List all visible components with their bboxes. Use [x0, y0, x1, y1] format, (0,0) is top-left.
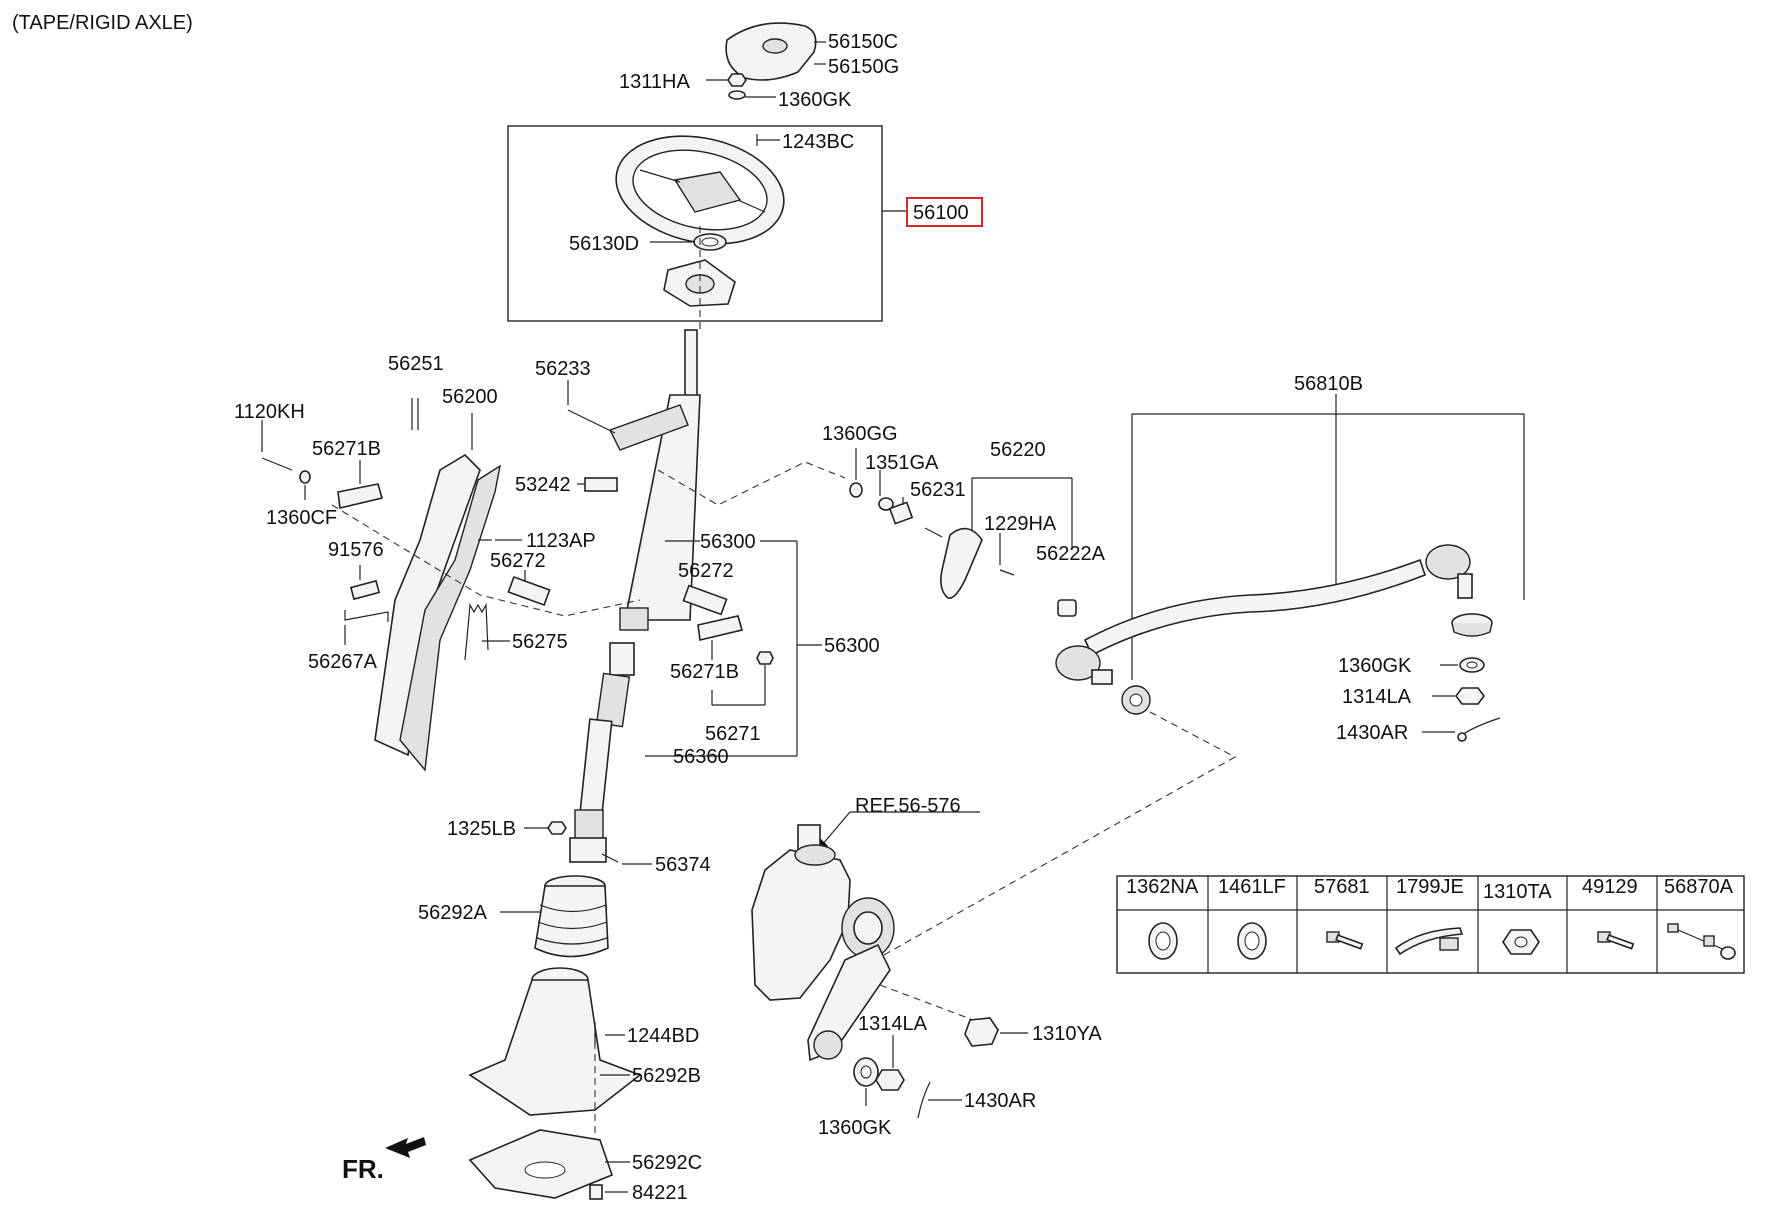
boot-part: [534, 875, 609, 958]
label-56100[interactable]: 56100: [913, 202, 969, 224]
label-56271[interactable]: 56271: [705, 723, 761, 745]
label-56220[interactable]: 56220: [990, 439, 1046, 461]
bracket-icon: [337, 483, 383, 509]
table-header-7[interactable]: 56870A: [1664, 876, 1734, 898]
nut-icon: [1502, 929, 1540, 955]
front-direction-label: FR.: [342, 1154, 384, 1184]
label-56200[interactable]: 56200: [442, 386, 498, 408]
label-56810b[interactable]: 56810B: [1294, 373, 1363, 395]
label-56267a[interactable]: 56267A: [308, 651, 378, 673]
label-84221[interactable]: 84221: [632, 1182, 688, 1204]
washer-icon: [728, 90, 746, 100]
ball-joint-icon: [1667, 923, 1736, 960]
steering-wheel-part: [615, 135, 785, 245]
table-header-1[interactable]: 1362NA: [1126, 876, 1199, 898]
label-1430ar-low[interactable]: 1430AR: [964, 1090, 1036, 1112]
label-56222a[interactable]: 56222A: [1036, 543, 1106, 565]
label-56275[interactable]: 56275: [512, 631, 568, 653]
label-56292b[interactable]: 56292B: [632, 1065, 701, 1087]
label-1325lb[interactable]: 1325LB: [447, 818, 516, 840]
label-1123ap[interactable]: 1123AP: [526, 530, 596, 552]
table-header-2[interactable]: 1461LF: [1218, 876, 1286, 898]
label-1310ya[interactable]: 1310YA: [1032, 1023, 1102, 1045]
label-91576[interactable]: 91576: [328, 539, 384, 561]
bolt-icon: [1326, 931, 1364, 950]
label-56272-mid[interactable]: 56272: [678, 560, 734, 582]
washer-icon: [1148, 922, 1178, 960]
label-56292c[interactable]: 56292C: [632, 1152, 702, 1174]
label-1120kh[interactable]: 1120KH: [234, 401, 305, 423]
label-56231[interactable]: 56231: [910, 479, 966, 501]
label-1314la-low[interactable]: 1314LA: [858, 1013, 928, 1035]
drag-link-part: [1055, 544, 1473, 685]
label-56233[interactable]: 56233: [535, 358, 591, 380]
table-header-4[interactable]: 1799JE: [1396, 876, 1464, 898]
label-1360gk-low[interactable]: 1360GK: [818, 1117, 892, 1139]
label-1243bc[interactable]: 1243BC: [782, 131, 854, 153]
table-header-3[interactable]: 57681: [1314, 876, 1370, 898]
label-1360gg[interactable]: 1360GG: [822, 423, 898, 445]
steering-column-part: [609, 329, 701, 631]
label-1244bd[interactable]: 1244BD: [627, 1025, 699, 1047]
label-56374[interactable]: 56374: [655, 854, 711, 876]
label-1430ar-right[interactable]: 1430AR: [1336, 722, 1408, 744]
sleeve-icon: [682, 584, 728, 616]
intermediate-shaft-part: [569, 642, 635, 863]
nut-icon: [964, 1017, 999, 1047]
horn-pad-part: [725, 22, 817, 81]
steering-gear-box-part: [751, 824, 895, 1062]
label-1360cf[interactable]: 1360CF: [266, 507, 337, 529]
parts-table: 1362NA 1461LF 57681 1799JE 1310TA 49129 …: [1116, 875, 1745, 974]
lever-part: [940, 527, 983, 599]
label-56130d[interactable]: 56130D: [569, 233, 639, 255]
label-1314la-right[interactable]: 1314LA: [1342, 686, 1412, 708]
column-bracket-part: [374, 453, 501, 772]
spring-icon: [464, 602, 489, 661]
label-1360gk-top[interactable]: 1360GK: [778, 89, 852, 111]
label-56150c[interactable]: 56150C: [828, 31, 898, 53]
label-56292a[interactable]: 56292A: [418, 902, 488, 924]
label-1351ga[interactable]: 1351GA: [865, 452, 939, 474]
table-header-6[interactable]: 49129: [1582, 876, 1638, 898]
ref-label: REF.56-576: [855, 795, 961, 817]
label-56300-a[interactable]: 56300: [700, 531, 756, 553]
floor-cover-part: [468, 967, 642, 1116]
front-arrow-icon: [385, 1137, 426, 1158]
highlight-box: [906, 197, 983, 227]
steering-plate-part: [663, 259, 736, 307]
table-header-5[interactable]: 1310TA: [1483, 881, 1552, 903]
label-53242[interactable]: 53242: [515, 474, 571, 496]
diagram-title: (TAPE/RIGID AXLE): [12, 12, 193, 34]
label-56150g[interactable]: 56150G: [828, 56, 899, 78]
washer-icon: [1237, 922, 1267, 960]
label-56271b-left[interactable]: 56271B: [312, 438, 381, 460]
label-1360gk-right[interactable]: 1360GK: [1338, 655, 1412, 677]
label-1311ha[interactable]: 1311HA: [619, 71, 690, 93]
label-56251[interactable]: 56251: [388, 353, 444, 375]
label-1229ha[interactable]: 1229HA: [984, 513, 1057, 535]
bracket-icon: [697, 615, 743, 641]
clip-strap-icon: [1394, 927, 1464, 956]
bolt-icon: [1597, 931, 1635, 950]
bushing-icon: [584, 477, 618, 492]
label-56272-left[interactable]: 56272: [490, 550, 546, 572]
nut-icon: [727, 73, 747, 87]
label-56360[interactable]: 56360: [673, 746, 729, 768]
label-56300-b[interactable]: 56300: [824, 635, 880, 657]
steering-wheel-group-box: [507, 125, 883, 322]
label-56271b-mid[interactable]: 56271B: [670, 661, 739, 683]
